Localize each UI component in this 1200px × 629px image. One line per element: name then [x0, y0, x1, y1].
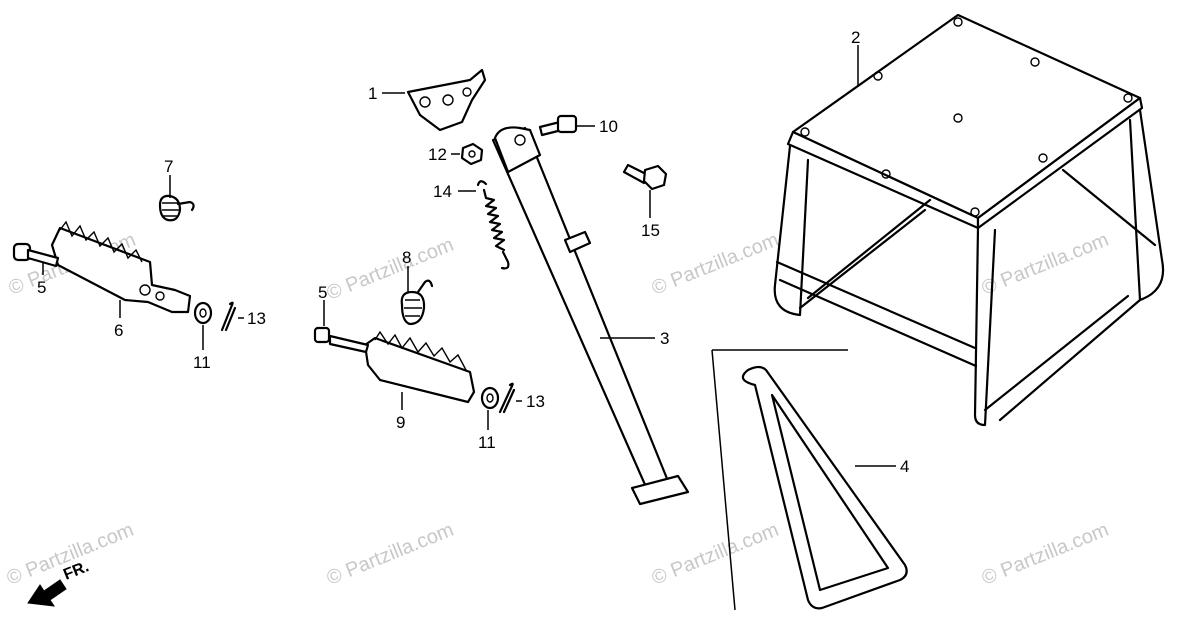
callouts: 1 2 3 4 5 5 6 7 8 9 10 11 11 12 13 13 14… [37, 28, 909, 476]
callout-5a[interactable]: 5 [37, 278, 46, 297]
callout-1[interactable]: 1 [368, 84, 377, 103]
part-13-cotter-pin-right[interactable] [498, 382, 516, 414]
part-7-spring[interactable] [158, 194, 195, 222]
leader-lines [42, 45, 896, 467]
callout-10[interactable]: 10 [599, 117, 618, 136]
part-4-bracket[interactable] [711, 349, 908, 611]
callout-6[interactable]: 6 [114, 321, 123, 340]
callout-7[interactable]: 7 [164, 157, 173, 176]
callout-15[interactable]: 15 [641, 221, 660, 240]
part-14-spring[interactable] [476, 180, 510, 270]
callout-3[interactable]: 3 [660, 329, 669, 348]
part-13-cotter-pin-left[interactable] [220, 301, 237, 332]
callout-11b[interactable]: 11 [478, 433, 496, 452]
part-8-spring[interactable] [400, 279, 434, 326]
callout-8[interactable]: 8 [402, 248, 411, 267]
callout-11a[interactable]: 11 [193, 353, 211, 372]
part-6-footpeg[interactable] [50, 220, 192, 314]
watermark: © Partzilla.com [649, 229, 782, 300]
watermark: © Partzilla.com [979, 519, 1112, 590]
part-15-bolt[interactable] [622, 163, 668, 191]
watermark: © Partzilla.com [979, 229, 1112, 300]
part-2-stand[interactable] [773, 13, 1165, 427]
part-10-bolt[interactable] [538, 114, 578, 137]
part-5-pin-left[interactable] [12, 242, 60, 268]
callout-2[interactable]: 2 [851, 28, 860, 47]
arrow-down-left-icon [27, 579, 67, 607]
callout-4[interactable]: 4 [900, 457, 909, 476]
callout-9[interactable]: 9 [396, 413, 405, 432]
watermark: © Partzilla.com [324, 519, 457, 590]
watermark: © Partzilla.com [649, 519, 782, 590]
watermark: © Partzilla.com [324, 234, 457, 305]
callout-12[interactable]: 12 [428, 145, 447, 164]
callout-13b[interactable]: 13 [526, 392, 545, 411]
part-12-nut[interactable] [460, 142, 484, 166]
part-9-footpeg[interactable] [313, 326, 476, 404]
part-11-washer-right[interactable] [480, 386, 500, 410]
part-1-bracket[interactable] [406, 68, 487, 132]
part-3-side-stand[interactable] [491, 126, 690, 506]
part-11-washer-left[interactable] [193, 301, 213, 325]
callout-13a[interactable]: 13 [247, 309, 266, 328]
callout-5b[interactable]: 5 [318, 283, 327, 302]
callout-14[interactable]: 14 [433, 182, 452, 201]
